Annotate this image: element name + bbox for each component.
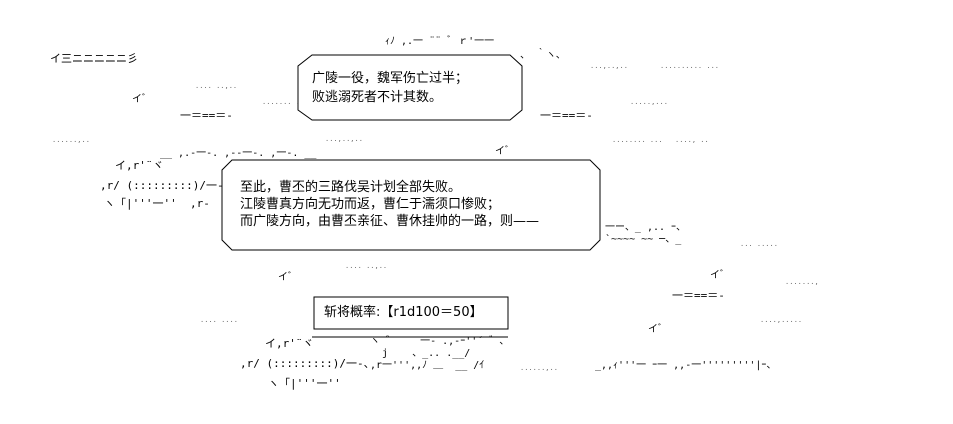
faint-text: ........ ... — [612, 136, 663, 144]
dash-right: 一＝==＝- — [540, 109, 593, 122]
faint-text: ......,.. — [52, 136, 90, 144]
faint-text: ......,.. — [520, 364, 558, 372]
faint-text: .......... ... — [660, 62, 720, 70]
faint-text: ...,..,.. — [325, 135, 363, 143]
faint-text: .....,... — [630, 98, 668, 106]
left-figure-bot: ヽ「|'''一'' ,r- — [104, 197, 210, 210]
panel-2-line-3: 而广陵方向，由曹丕亲征、曹休挂帅的一路，则—— — [240, 214, 540, 229]
panel-2-line-1: 至此，曹丕的三路伐吴计划全部失败。 — [240, 180, 462, 195]
bottom-figure-top: イ,r'¨ヾ — [265, 337, 314, 350]
i-mark: イﾞ — [710, 270, 725, 281]
i-mark: イﾞ — [278, 272, 293, 283]
dash-row: __ ,.-一-. ,--一-. ,一-. __ — [160, 148, 317, 159]
i-mark: イﾞ — [132, 94, 147, 105]
roll-result-label: 斩将概率:【r1d100＝50】 — [324, 305, 483, 320]
top-cloud-b: 、 ｀ヽ､ — [520, 50, 562, 61]
panel-1-line-2: 败逃溺死者不计其数。 — [312, 90, 443, 105]
faint-text: ......., — [785, 278, 819, 286]
faint-text: ...,..,.. — [590, 62, 628, 70]
bottom-figure-mid: ,r/ (:::::::::)/一-、 — [240, 357, 375, 370]
faint-text: ....,..... — [760, 316, 803, 324]
dash-left: 一＝==＝- — [180, 109, 233, 122]
faint-text: ... ..... — [740, 240, 778, 248]
faint-text: .... .... — [200, 316, 238, 324]
top-cloud-a: ｨﾉ ,.一 ¨¨ ﾞ ｒ'一一 — [385, 36, 495, 47]
bottom-cloud-mid: ヽ ゛ ¨¨ 一- .,-ｰ''´ ゛、 j 、_.. .__/ ,r一''',… — [370, 336, 510, 371]
faint-text: .... ..,.. — [345, 262, 388, 270]
i-mark: イﾞ — [495, 146, 510, 157]
top-left-wave: イ三ニニニニニ彡 — [50, 52, 138, 65]
left-figure-mid: ,r/ (:::::::::)/一-、 — [100, 179, 235, 192]
i-mark: イﾞ — [648, 324, 663, 335]
faint-text: ...., .. — [675, 136, 709, 144]
bottom-cloud-right: _,,ｨ'''一 ｰ一 ,,-一'''''''''|ｰ、 — [595, 360, 777, 371]
faint-text: .... ..,.. — [195, 82, 238, 90]
right-cloud-mid: 一ー、_ ,.. ｰ、 `~~~~ ~~ ─、_ — [605, 222, 687, 245]
left-figure-top: イ,r'¨ヾ — [115, 159, 164, 172]
panel-1-line-1: 广陵一役，魏军伤亡过半； — [312, 71, 469, 86]
bottom-figure-bot: ヽ「|'''一'' — [268, 377, 341, 390]
dash-right-low: 一＝==＝- — [672, 289, 725, 302]
panel-2-line-2: 江陵曹真方向无功而返，曹仁于濡须口惨败； — [240, 197, 501, 212]
